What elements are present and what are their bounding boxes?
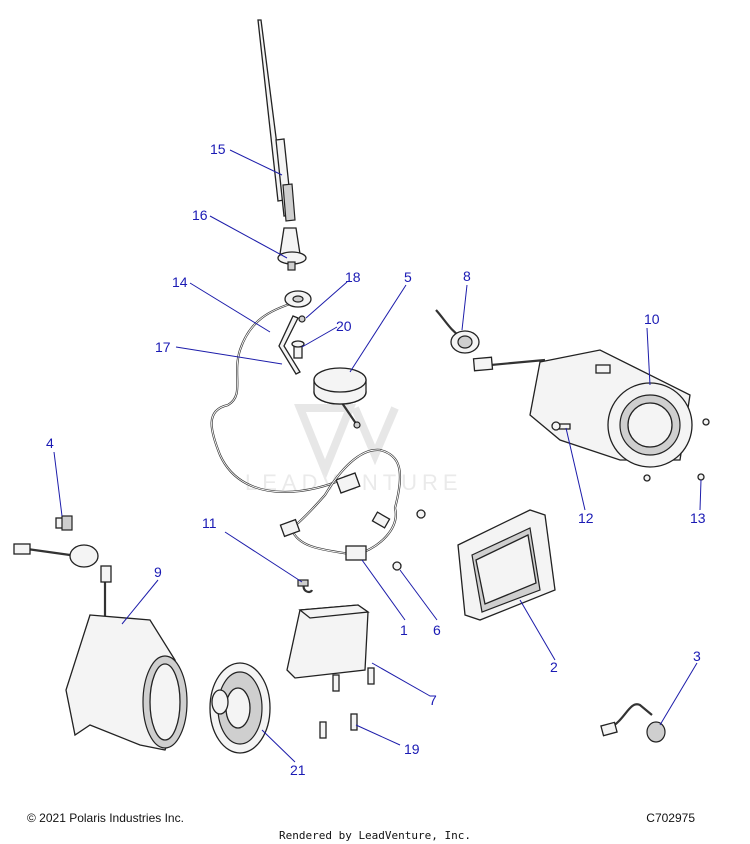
cable-clip[interactable] [278,315,301,375]
antenna-mast[interactable] [257,19,296,222]
diagram-id: C702975 [646,811,695,825]
rendered-by-text: Rendered by LeadVenture, Inc. [278,829,472,842]
callout-19: 19 [404,741,420,757]
callout-9: 9 [154,564,162,580]
small-nut[interactable] [298,315,306,323]
callout-6: 6 [433,622,441,638]
callout-13: 13 [690,510,706,526]
callout-14: 14 [172,274,188,290]
mount-clip[interactable] [55,515,73,531]
callout-17: 17 [155,339,171,355]
leader-lines [53,149,702,763]
callout-20: 20 [336,318,352,334]
gps-puck[interactable] [313,367,367,429]
callout-2: 2 [550,659,558,675]
callout-15: 15 [210,141,226,157]
callout-5: 5 [404,269,412,285]
screw-6[interactable] [392,509,426,571]
callout-3: 3 [693,648,701,664]
left-speaker-pod[interactable] [13,543,188,751]
control-knob[interactable] [435,309,480,354]
antenna-base[interactable] [277,227,307,271]
bolts-19[interactable] [319,667,375,739]
screw-12[interactable] [551,421,571,431]
loudspeaker[interactable] [209,662,271,754]
callout-21: 21 [290,762,306,778]
callout-1: 1 [400,622,408,638]
connector-plug[interactable] [600,703,666,743]
callout-8: 8 [463,268,471,284]
callout-11: 11 [202,515,217,531]
callout-4: 4 [46,435,54,451]
antenna-cable[interactable] [210,290,361,494]
wire-harness[interactable] [279,448,402,561]
screw-13[interactable] [643,418,710,482]
callout-16: 16 [192,207,208,223]
callout-7: 7 [429,692,437,708]
display-unit[interactable] [457,509,556,621]
callout-10: 10 [644,311,660,327]
right-speaker-pod[interactable] [472,349,693,468]
callout-12: 12 [578,510,594,526]
copyright-text: © 2021 Polaris Industries Inc. [27,811,184,825]
callout-labels: 15 16 14 18 20 17 5 8 10 12 13 4 9 11 1 … [46,141,706,778]
callout-18: 18 [345,269,361,285]
amplifier[interactable] [286,604,370,679]
sensor-11[interactable] [297,579,314,594]
small-screw[interactable] [291,340,305,359]
